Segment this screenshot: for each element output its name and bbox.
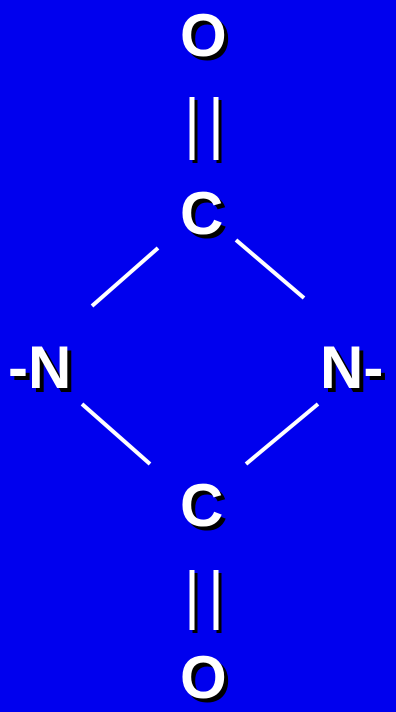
atom-carbon-top: C — [180, 180, 224, 247]
bond-n-right-c-bottom — [244, 402, 320, 466]
double-bond-bottom — [189, 570, 222, 633]
atom-oxygen-bottom: O — [180, 644, 227, 711]
atom-nitrogen-left: -N — [8, 334, 72, 401]
bond-n-left-c-bottom — [80, 402, 152, 466]
double-bond-top — [189, 97, 222, 163]
atom-oxygen-top: O — [180, 2, 227, 69]
bond-c-top-n-right — [234, 238, 306, 300]
bond-c-top-n-left — [90, 246, 160, 308]
atom-carbon-bottom: C — [180, 472, 224, 539]
atom-nitrogen-right: N- — [320, 334, 384, 401]
